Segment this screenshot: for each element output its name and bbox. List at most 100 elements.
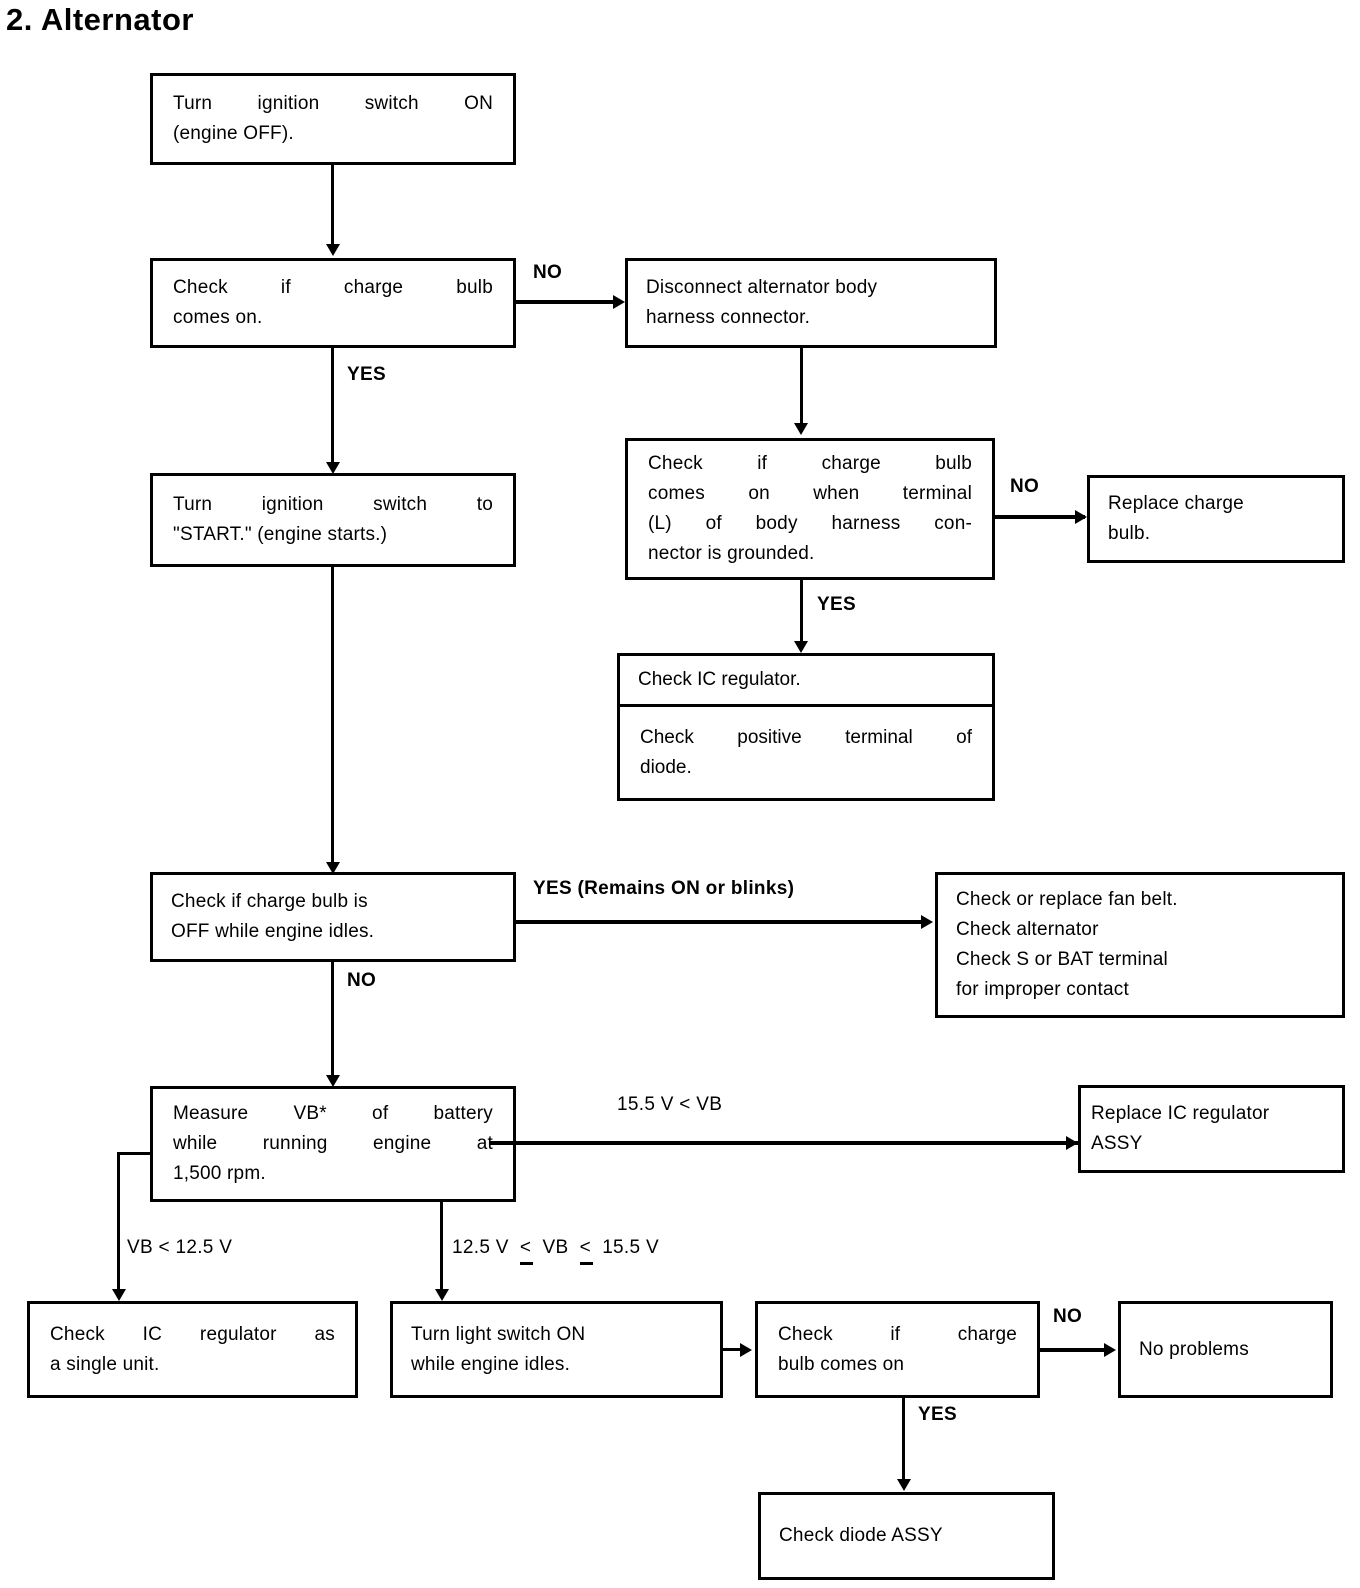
node-line: diode.: [640, 756, 692, 778]
node-disconnect-harness: Disconnect alternator body harness conne…: [625, 258, 997, 348]
node-line: while engine idles.: [411, 1353, 571, 1375]
node-line: comes on when terminal: [648, 483, 972, 504]
edge-label-vb-high: 15.5 V < VB: [617, 1094, 723, 1115]
connector-line: [516, 300, 616, 304]
arrow-down-icon: [794, 641, 808, 653]
edge-label-yes-remains-on: YES (Remains ON or blinks): [533, 878, 795, 899]
node-line: Check IC regulator.: [638, 669, 801, 690]
node-line: Turn ignition switch to: [173, 494, 493, 515]
arrow-down-icon: [326, 862, 340, 874]
node-check-positive-diode: Check positive terminal of diode.: [620, 707, 992, 798]
connector-line: [117, 1152, 120, 1290]
connector-line: [331, 567, 334, 864]
node-line: (L) of body harness con-: [648, 513, 972, 534]
node-check-fan-belt: Check or replace fan belt. Check alterna…: [935, 872, 1345, 1018]
arrow-down-icon: [112, 1289, 126, 1301]
connector-line: [800, 580, 803, 642]
vb-mid-lower: 12.5 V: [452, 1237, 509, 1258]
arrow-right-icon: [1066, 1136, 1078, 1150]
node-line: Turn ignition switch ON: [173, 93, 493, 114]
less-equal-icon: <: [514, 1237, 537, 1265]
edge-label-no-3: NO: [347, 970, 377, 991]
arrow-down-icon: [794, 423, 808, 435]
node-check-bulb-comes-on: Check if charge bulb comes on: [755, 1301, 1040, 1398]
connector-line: [1040, 1348, 1108, 1352]
vb-mid-var: VB: [542, 1237, 569, 1258]
node-line: for improper contact: [956, 979, 1129, 1000]
node-check-bulb-off-idle: Check if charge bulb is OFF while engine…: [150, 872, 516, 962]
edge-label-no-1: NO: [533, 262, 563, 283]
node-line: Check positive terminal of: [640, 726, 972, 748]
node-check-charge-bulb: Check if charge bulb comes on.: [150, 258, 516, 348]
node-line: 1,500 rpm.: [173, 1163, 266, 1184]
edge-label-vb-mid: 12.5 V < VB < 15.5 V: [452, 1237, 659, 1265]
node-check-ic-regulator: Check IC regulator.: [620, 656, 992, 707]
connector-line: [490, 1141, 1080, 1145]
connector-line: [995, 515, 1085, 519]
node-line: Check S or BAT terminal: [956, 949, 1168, 970]
node-line: while running engine at: [173, 1133, 493, 1154]
node-line: Replace charge: [1108, 493, 1244, 514]
connector-line: [516, 920, 926, 924]
node-ic-regulator-diode-stack: Check IC regulator. Check positive termi…: [617, 653, 995, 801]
node-line: "START." (engine starts.): [173, 524, 388, 545]
node-line: Check IC regulator as: [50, 1323, 335, 1345]
node-line: (engine OFF).: [173, 123, 294, 144]
node-line: No problems: [1139, 1338, 1249, 1360]
node-line: Turn light switch ON: [411, 1323, 586, 1345]
node-line: bulb comes on: [778, 1353, 905, 1375]
arrow-down-icon: [326, 462, 340, 474]
node-check-terminal-l: Check if charge bulb comes on when termi…: [625, 438, 995, 580]
node-line: Disconnect alternator body: [646, 277, 878, 298]
node-measure-vb: Measure VB* of battery while running eng…: [150, 1086, 516, 1202]
page-title: 2. Alternator: [6, 2, 194, 37]
edge-label-yes-2: YES: [817, 594, 856, 615]
node-no-problems: No problems: [1118, 1301, 1333, 1398]
node-turn-ignition-start: Turn ignition switch to "START." (engine…: [150, 473, 516, 567]
less-equal-icon: <: [574, 1237, 597, 1265]
arrow-right-icon: [921, 915, 933, 929]
node-turn-light-switch: Turn light switch ON while engine idles.: [390, 1301, 723, 1398]
connector-line: [800, 348, 803, 424]
node-line: Check diode ASSY: [779, 1525, 943, 1546]
connector-line: [117, 1152, 153, 1155]
node-line: bulb.: [1108, 523, 1151, 544]
connector-line: [440, 1202, 443, 1290]
node-line: Check if charge: [778, 1323, 1017, 1345]
connector-line: [331, 962, 334, 1076]
node-line: a single unit.: [50, 1353, 160, 1375]
arrow-down-icon: [897, 1479, 911, 1491]
edge-label-vb-low: VB < 12.5 V: [127, 1237, 233, 1258]
node-line: Check if charge bulb: [648, 453, 972, 474]
arrow-right-icon: [1104, 1343, 1116, 1357]
node-line: harness connector.: [646, 307, 811, 328]
arrow-right-icon: [740, 1343, 752, 1357]
node-turn-ignition-on: Turn ignition switch ON (engine OFF).: [150, 73, 516, 165]
node-line: OFF while engine idles.: [171, 921, 375, 942]
node-line: Measure VB* of battery: [173, 1103, 493, 1124]
connector-line: [723, 1348, 743, 1351]
connector-line: [331, 165, 334, 245]
node-line: Check alternator: [956, 919, 1099, 940]
arrow-down-icon: [326, 1075, 340, 1087]
node-replace-charge-bulb: Replace charge bulb.: [1087, 475, 1345, 563]
node-line: comes on.: [173, 307, 263, 328]
node-check-ic-single-unit: Check IC regulator as a single unit.: [27, 1301, 358, 1398]
connector-line: [902, 1398, 905, 1480]
arrow-right-icon: [1075, 510, 1087, 524]
node-line: Check if charge bulb: [173, 277, 493, 298]
edge-label-no-4: NO: [1053, 1306, 1083, 1327]
arrow-down-icon: [326, 244, 340, 256]
edge-label-yes-3: YES: [918, 1404, 957, 1425]
node-line: Check if charge bulb is: [171, 891, 368, 912]
arrow-down-icon: [435, 1289, 449, 1301]
arrow-right-icon: [613, 295, 625, 309]
node-line: Check or replace fan belt.: [956, 889, 1178, 910]
vb-mid-upper: 15.5 V: [602, 1237, 659, 1258]
node-line: Replace IC regulator: [1091, 1103, 1270, 1124]
node-line: ASSY: [1091, 1133, 1143, 1154]
node-line: nector is grounded.: [648, 543, 815, 564]
edge-label-yes-1: YES: [347, 364, 386, 385]
connector-line: [331, 348, 334, 463]
